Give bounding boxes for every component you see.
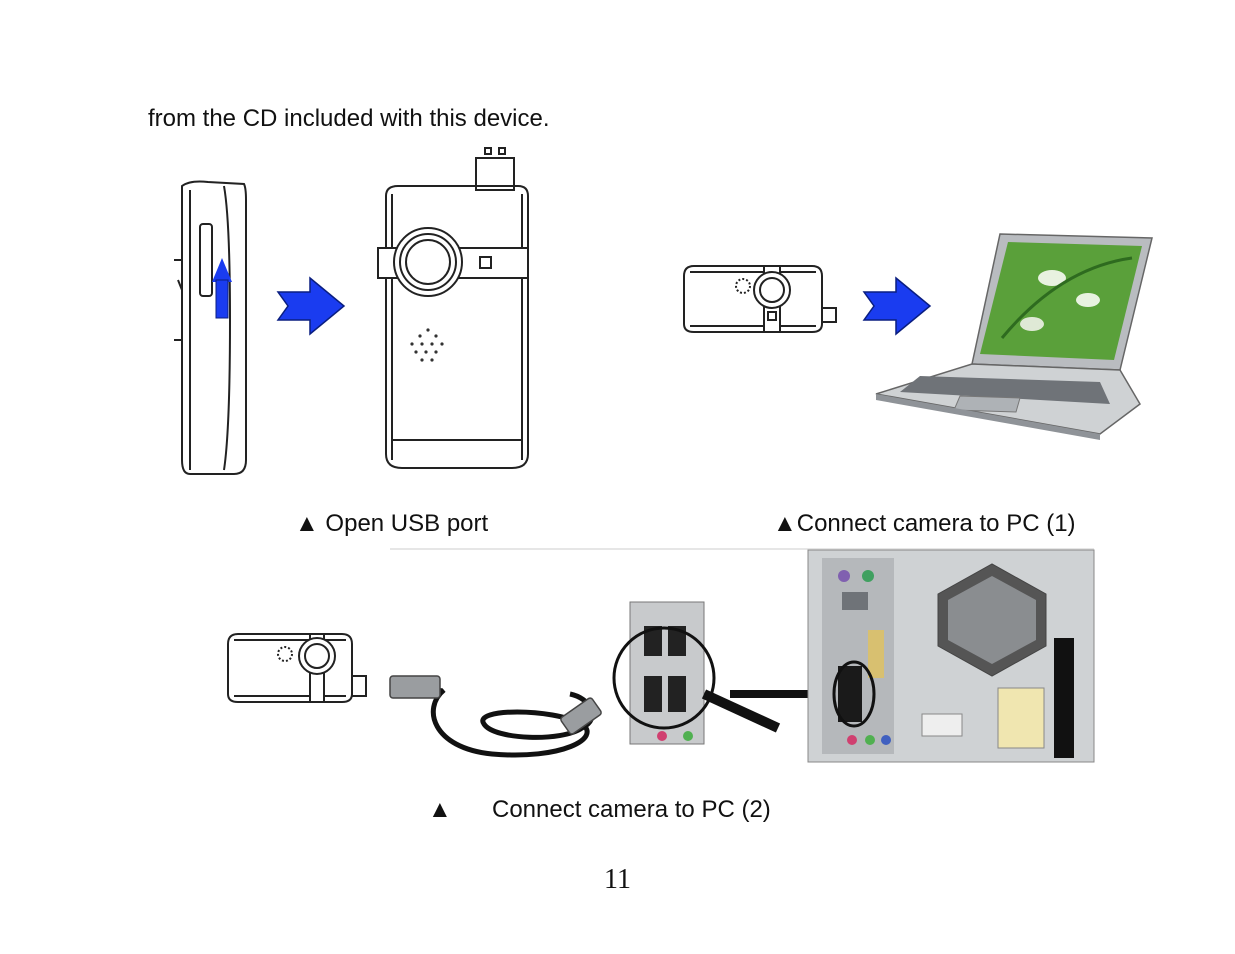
intro-text: from the CD included with this device. [148,105,550,132]
pc-tower-image [807,549,1095,763]
right-arrow-icon [276,276,346,336]
camera-front-view [377,147,529,469]
connect-pc-1-illustration [683,233,1153,440]
usb-plug-b [560,697,602,735]
up-arrow-icon [212,258,232,319]
right-arrow-icon [862,276,932,336]
connect-pc-2-illustration [227,548,1095,763]
page-number: 11 [604,864,631,895]
laptop-image [875,233,1153,440]
camera-horizontal-view [227,633,367,703]
caption-connect-pc-2: Connect camera to PC (2) [492,796,771,823]
speaker-grille [410,328,444,362]
caption-marker: ▲ [428,796,452,823]
laptop-screen [980,242,1142,360]
camera-horizontal-view [683,265,837,333]
camera-side-view [174,180,247,475]
caption-open-usb: ▲ Open USB port [295,510,489,537]
usb-plug-a [389,675,441,699]
caption-connect-pc-1: ▲Connect camera to PC (1) [773,510,1076,537]
usb-cable [389,675,602,758]
open-usb-illustration [174,147,529,475]
rear-port-closeup [612,601,781,745]
